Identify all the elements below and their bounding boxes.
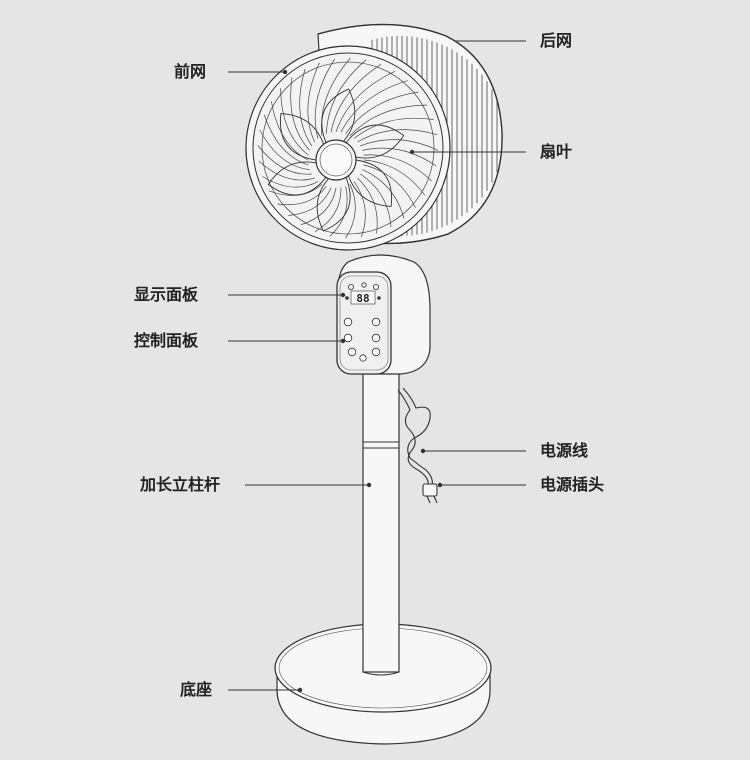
label-power-cord: 电源线 — [540, 441, 589, 460]
leader-lines — [228, 40, 526, 693]
control-buttons — [343, 317, 381, 362]
label-display-panel: 显示面板 — [134, 285, 199, 304]
label-extension-pole: 加长立柱杆 — [140, 475, 221, 494]
fan-blades-shape — [267, 88, 405, 232]
label-back-grille: 后网 — [540, 31, 573, 50]
display-screen: 88 — [345, 282, 381, 305]
label-control-panel: 控制面板 — [134, 331, 199, 350]
label-blades: 扇叶 — [540, 142, 573, 161]
label-power-plug: 电源插头 — [540, 475, 605, 494]
label-front-grille: 前网 — [174, 62, 207, 81]
power-cord-shape — [397, 387, 438, 504]
label-base: 底座 — [180, 680, 213, 699]
display-digits: 88 — [356, 292, 369, 305]
neck-housing — [336, 254, 431, 375]
pole-shape — [362, 371, 400, 676]
